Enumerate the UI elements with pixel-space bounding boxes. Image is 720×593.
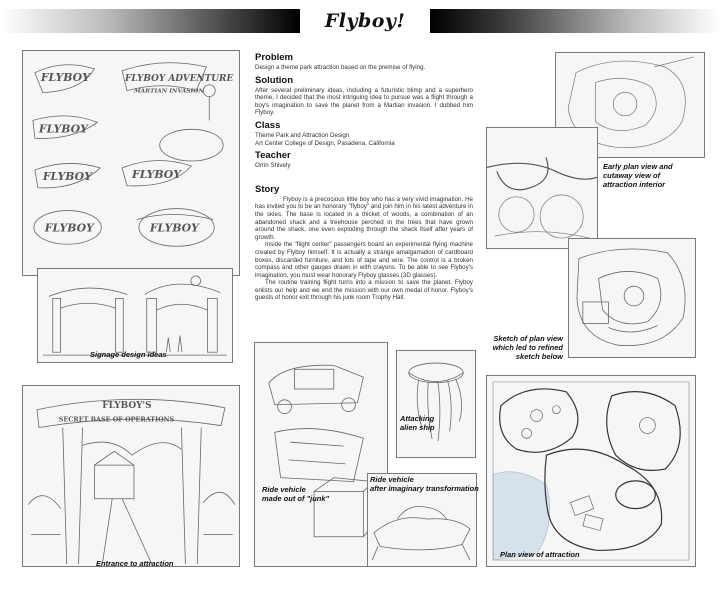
problem-heading: Problem [255,52,294,63]
project-description: Problem Design a theme park attraction b… [255,50,473,305]
class-line-1: Theme Park and Attraction Design [255,131,350,139]
entrance-sign-text-2: SECRET BASE OF OPERATIONS [59,416,175,424]
plan-view-image [486,375,696,567]
signage-drawing [42,275,228,356]
alien-caption-1: Attacking [400,414,435,423]
early-plan-caption-2: cutaway view of [603,171,661,180]
ride-transform-caption-1: Ride vehicle [370,475,414,484]
page-title: Flyboy! [324,10,406,32]
logo-sketch-text-1: FLYBOY [40,71,91,84]
entrance-caption: Entrance to attraction [96,559,174,568]
sketch-plan-caption-1: Sketch of plan view [493,334,563,343]
entrance-drawing: FLYBOY'S SECRET BASE OF OPERATIONS [27,398,236,565]
alien-ship-image [396,350,476,458]
early-plan-caption-1: Early plan view and [603,162,673,171]
logo-sketch-text-6: FLYBOY [131,168,182,181]
story-paragraph-2: Inside the "flight center" passengers bo… [255,241,473,279]
logo-sketch-text-8: FLYBOY [149,221,200,234]
signage-sketch-image [37,268,233,363]
teacher-heading: Teacher [255,150,291,162]
story-heading: Story [255,183,280,195]
logo-sketches-drawing: FLYBOY FLYBOY ADVENTURE MARTIAN INVASION… [32,62,233,247]
logo-sketch-text-7: FLYBOY [44,221,95,234]
class-line-2: Art Center College of Design, Pasadena, … [255,139,395,147]
solution-text: After several preliminary ideas, includi… [255,86,473,117]
header-gradient-left [0,9,300,33]
ride-junk-caption-1: Ride vehicle [262,485,306,494]
ride-vehicle-transformed-drawing [371,506,471,561]
solution-heading: Solution [255,74,293,86]
story-paragraph-3: The routine training flight turns into a… [255,279,473,302]
story-body: Flyboy is a precocious little boy who ha… [255,196,473,302]
entrance-sketch-image: FLYBOY'S SECRET BASE OF OPERATIONS [22,385,240,567]
ride-junk-caption-2: made out of "junk" [262,494,330,503]
class-heading: Class [255,119,281,131]
ride-vehicle-junk-image [254,342,388,567]
logo-sketches-image: FLYBOY FLYBOY ADVENTURE MARTIAN INVASION… [22,50,240,276]
teacher-text: Orrin Shively [255,162,291,170]
cutaway-view-image [486,127,598,249]
header-gradient-right [430,9,720,33]
sketch-plan-caption-2: which led to refined [492,343,563,352]
logo-sketch-text-2: FLYBOY ADVENTURE [124,74,233,84]
water-area [492,471,551,561]
logo-sketch-text-5: FLYBOY [42,170,93,183]
logo-sketch-text-3: MARTIAN INVASION [133,88,205,95]
alien-caption-2: alien ship [400,423,435,432]
ride-transform-caption-2: after imaginary transformation [370,484,479,493]
logo-sketch-text-4: FLYBOY [38,122,89,135]
plan-view-caption: Plan view of attraction [500,550,580,559]
signage-caption: Signage design ideas [90,350,167,359]
early-plan-caption-3: attraction interior [603,180,666,189]
plan-view-drawing [492,381,690,561]
problem-text: Design a theme park attraction based on … [255,64,426,71]
sketch-plan-caption-3: sketch below [515,352,563,361]
story-paragraph-1: Flyboy is a precocious little boy who ha… [255,195,473,241]
cutaway-view-drawing [487,157,597,239]
plan-view-sketch-drawing [576,248,686,347]
ride-vehicle-transformed-image [367,473,477,567]
alien-ship-drawing [408,362,464,442]
entrance-sign-text-1: FLYBOY'S [102,401,151,411]
plan-view-sketch-image [568,238,696,358]
